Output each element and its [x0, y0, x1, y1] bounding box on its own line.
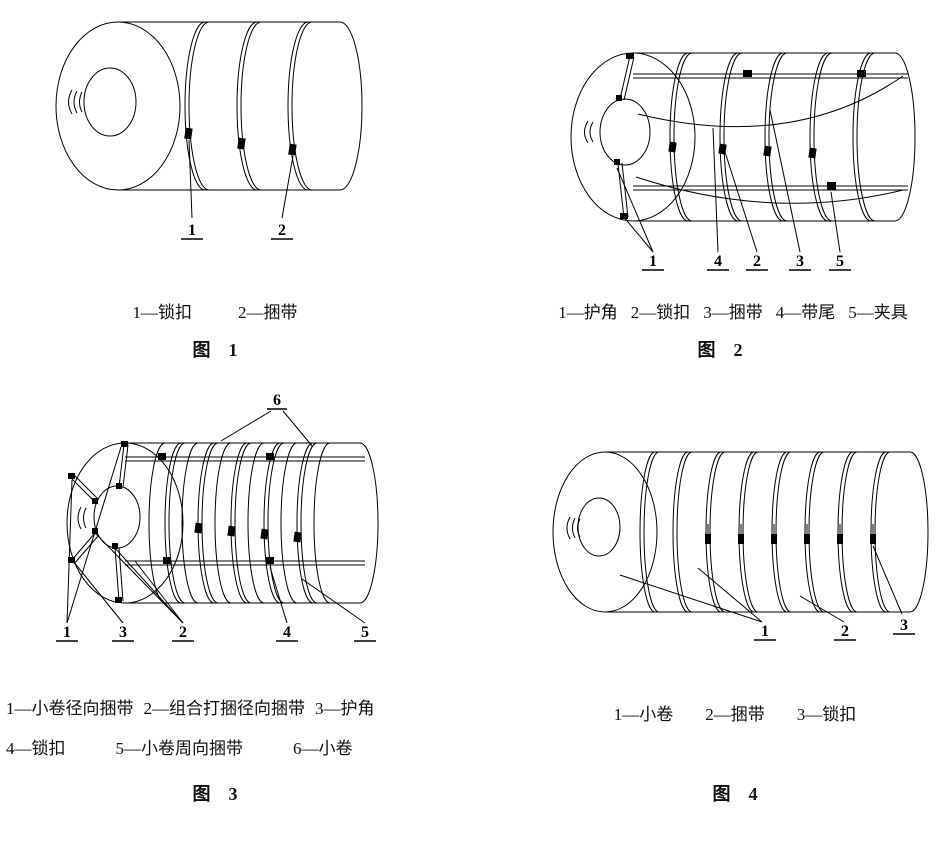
- callouts: 1 2: [181, 222, 293, 240]
- small-coil-rings: [639, 451, 891, 613]
- figure-1-legend: 1—锁扣 2—捆带: [20, 302, 410, 324]
- figure-3-title: 图 3: [192, 784, 238, 804]
- coil-eye: [599, 98, 651, 166]
- small-coil-rings: [148, 442, 331, 604]
- coil-outline: [55, 21, 363, 191]
- legend-item: 2—组合打捆径向捆带: [143, 699, 306, 718]
- straps: [184, 21, 313, 191]
- buckle-marks: [158, 453, 302, 564]
- figure-2-title: 图 2: [697, 340, 743, 360]
- leader-lines: [616, 109, 841, 253]
- coil-outline: [66, 442, 379, 604]
- callout-label: 1: [188, 222, 196, 239]
- legend-item: 6—小卷: [293, 739, 353, 758]
- legend-item: 4—带尾: [775, 303, 836, 322]
- callout-label: 1: [63, 624, 71, 641]
- coil-eye: [577, 497, 621, 557]
- legend-item: 2—锁扣: [630, 303, 691, 322]
- face-strap-segments: [70, 444, 129, 602]
- coil-outline: [570, 52, 916, 222]
- legend-item: 3—捆带: [703, 303, 763, 322]
- callout-label: 2: [179, 624, 187, 641]
- callout-label: 2: [841, 623, 849, 640]
- coil-spiral-marks: [566, 516, 581, 540]
- buckle-marks: [668, 141, 817, 159]
- legend-item: 2—捆带: [238, 303, 298, 322]
- clamp-marks: [743, 70, 866, 190]
- callouts: 1 4 2 3 5: [642, 253, 851, 271]
- callout-label: 6: [273, 392, 281, 409]
- strap-tail-curves: [635, 75, 904, 204]
- figure-1-drawing: 1 2: [55, 21, 363, 240]
- legend-item: 3—锁扣: [796, 705, 857, 724]
- legend-item: 1—锁扣: [132, 303, 193, 322]
- callout-label: 5: [836, 253, 844, 270]
- leader-lines: [619, 545, 903, 623]
- corner-protector-marks: [614, 53, 634, 219]
- figure-3-legend-line2: 4—锁扣 5—小卷周向捆带 6—小卷: [6, 738, 436, 760]
- callout-label: 3: [119, 624, 127, 641]
- callout-label: 4: [714, 253, 722, 270]
- figure-3-drawing: 6 1 3 2 4 5: [56, 392, 379, 642]
- legend-item: 1—护角: [558, 303, 618, 322]
- coil-spiral-marks: [77, 506, 87, 530]
- legend-item: 5—夹具: [848, 303, 908, 322]
- figure-2-legend: 1—护角 2—锁扣 3—捆带 4—带尾 5—夹具: [520, 302, 946, 324]
- callout-label: 2: [753, 253, 761, 270]
- legend-item: 1—小卷径向捆带: [6, 699, 134, 718]
- callout-label: 3: [900, 617, 908, 634]
- callout-label: 3: [796, 253, 804, 270]
- figure-3-legend-line1: 1—小卷径向捆带 2—组合打捆径向捆带 3—护角: [6, 698, 436, 720]
- leader-lines: [188, 139, 294, 219]
- coil-spiral-marks: [584, 120, 594, 144]
- legend-item: 5—小卷周向捆带: [115, 739, 244, 758]
- face-strap-segments: [617, 55, 635, 219]
- callouts: 6 1 3 2 4 5: [56, 392, 376, 642]
- callout-label: 1: [649, 253, 657, 270]
- coil-eye: [83, 67, 137, 137]
- buckle-marks: [184, 127, 297, 156]
- coil-spiral-marks: [68, 89, 83, 115]
- longitudinal-straps: [125, 456, 365, 566]
- figure-1-title: 图 1: [192, 340, 238, 360]
- callout-label: 1: [761, 623, 769, 640]
- legend-item: 3—护角: [315, 699, 375, 718]
- leader-lines: [66, 410, 366, 624]
- straps: [669, 52, 876, 222]
- callout-label: 5: [361, 624, 369, 641]
- figure-4-drawing: 1 2 3: [552, 451, 929, 641]
- callout-label: 4: [283, 624, 291, 641]
- callout-label: 2: [278, 222, 286, 239]
- figure-2-drawing: 1 4 2 3 5: [570, 52, 916, 271]
- legend-item: 2—捆带: [705, 705, 765, 724]
- figure-4-title: 图 4: [712, 784, 758, 804]
- callouts: 1 2 3: [754, 617, 915, 641]
- buckle-marks: [705, 524, 876, 544]
- legend-item: 4—锁扣: [6, 739, 66, 758]
- figure-4-legend: 1—小卷 2—捆带 3—锁扣: [530, 704, 940, 726]
- straps: [164, 442, 318, 604]
- legend-item: 1—小卷: [613, 705, 674, 724]
